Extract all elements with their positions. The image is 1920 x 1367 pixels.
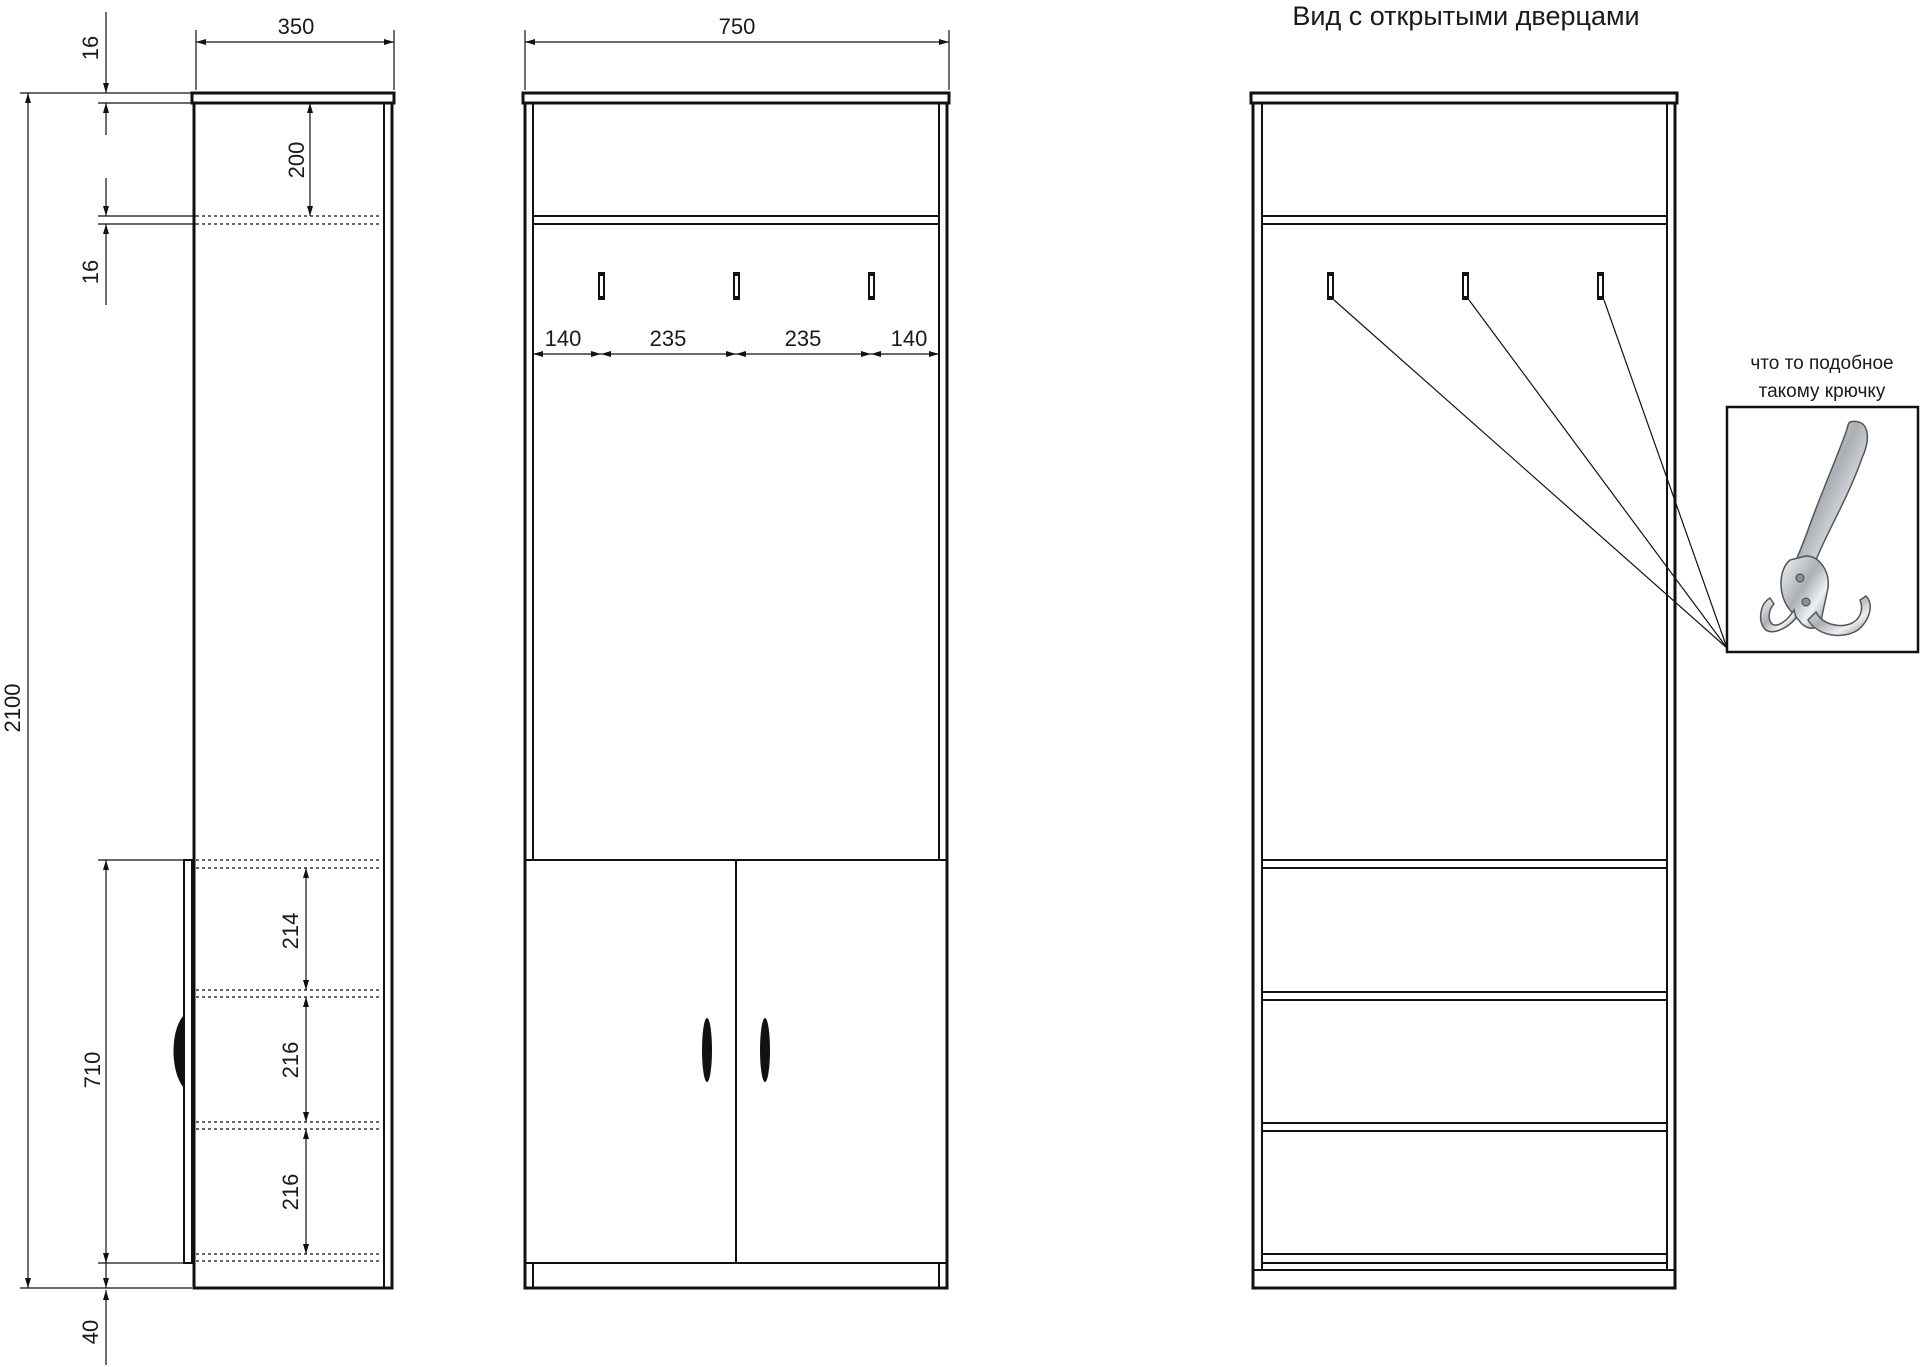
front-view: 750 140 235 235 140 bbox=[521, 14, 951, 1290]
side-cabinet-body bbox=[192, 101, 394, 1290]
coat-hook-icon bbox=[1759, 420, 1871, 637]
open-cabinet-body bbox=[1251, 101, 1677, 1290]
front-door-right bbox=[735, 859, 948, 1264]
dim-shelf-1-label: 214 bbox=[278, 913, 303, 950]
dim-hook-gap-1-label: 235 bbox=[650, 326, 687, 351]
hook-icon-detail bbox=[1329, 276, 1332, 296]
side-handle bbox=[173, 1015, 184, 1088]
side-view: 350 16 200 16 2100 710 214 216 216 40 bbox=[0, 12, 396, 1365]
dim-left-margin-label: 140 bbox=[545, 326, 582, 351]
side-door-edge bbox=[183, 859, 193, 1264]
dim-right-margin-label: 140 bbox=[891, 326, 928, 351]
leader-line bbox=[1603, 299, 1728, 649]
hook-icon-detail bbox=[1599, 276, 1602, 296]
open-view-title: Вид с открытыми дверцами bbox=[1292, 1, 1639, 31]
leader-line bbox=[1468, 299, 1728, 649]
leader-line bbox=[1333, 299, 1728, 649]
hook-icon-detail bbox=[600, 276, 603, 296]
door-handle-left bbox=[702, 1018, 712, 1082]
dim-top-board-label: 16 bbox=[78, 36, 103, 60]
dim-width-label: 350 bbox=[278, 14, 315, 39]
hook-icon-detail bbox=[1464, 276, 1467, 296]
hook-note-line-1: что то подобное bbox=[1750, 353, 1893, 374]
door-handle-right bbox=[760, 1018, 770, 1082]
dim-plinth-label: 40 bbox=[78, 1320, 103, 1344]
dim-height-label: 2100 bbox=[0, 684, 25, 733]
dim-lower-section-label: 710 bbox=[80, 1052, 105, 1089]
front-cabinet-body bbox=[523, 101, 949, 1290]
hook-note-line-2: такому крючку bbox=[1759, 381, 1886, 402]
open-view: Вид с открытыми дверцами что то подобное… bbox=[1249, 1, 1920, 1290]
hook-icon-detail bbox=[870, 276, 873, 296]
dim-shelf-board-label: 16 bbox=[78, 260, 103, 284]
dim-top-gap-label: 200 bbox=[284, 142, 309, 179]
dim-hook-gap-2-label: 235 bbox=[785, 326, 822, 351]
dim-shelf-2-label: 216 bbox=[278, 1042, 303, 1079]
dim-shelf-3-label: 216 bbox=[278, 1174, 303, 1211]
dim-front-width-label: 750 bbox=[719, 14, 756, 39]
hook-icon-detail bbox=[735, 276, 738, 296]
